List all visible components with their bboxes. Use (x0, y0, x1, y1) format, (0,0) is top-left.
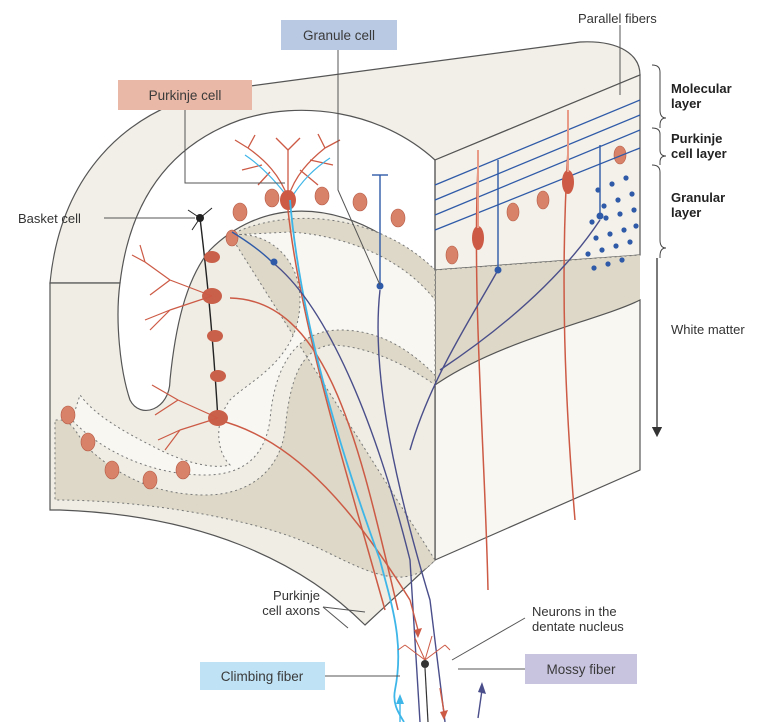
molecular-layer-label-1: Molecular (671, 81, 732, 96)
dentate-neuron (398, 636, 450, 722)
parallel-fibers-label: Parallel fibers (578, 11, 657, 26)
purkinje-soma-main (280, 190, 296, 210)
granular-layer-label-1: Granular (671, 190, 725, 205)
purkinje-axons-label-1: Purkinje (273, 588, 320, 603)
layer-brackets (652, 65, 666, 258)
purkinje-axons-label-2: cell axons (262, 603, 320, 618)
purkinje-layer-label-1: Purkinje (671, 131, 722, 146)
molecular-layer-label-2: layer (671, 96, 701, 111)
dentate-label-2: dentate nucleus (532, 619, 624, 634)
granule-cell-label: Granule cell (303, 28, 375, 43)
basket-cell-label: Basket cell (18, 211, 81, 226)
granular-layer-label-2: layer (671, 205, 701, 220)
dentate-label-1: Neurons in the (532, 604, 617, 619)
flow-arrows (396, 600, 486, 722)
white-matter-label: White matter (671, 322, 745, 337)
mossy-fiber-label: Mossy fiber (546, 662, 616, 677)
climbing-fiber-label: Climbing fiber (221, 669, 304, 684)
purkinje-layer-label-2: cell layer (671, 146, 727, 161)
purkinje-cell-label: Purkinje cell (149, 88, 222, 103)
